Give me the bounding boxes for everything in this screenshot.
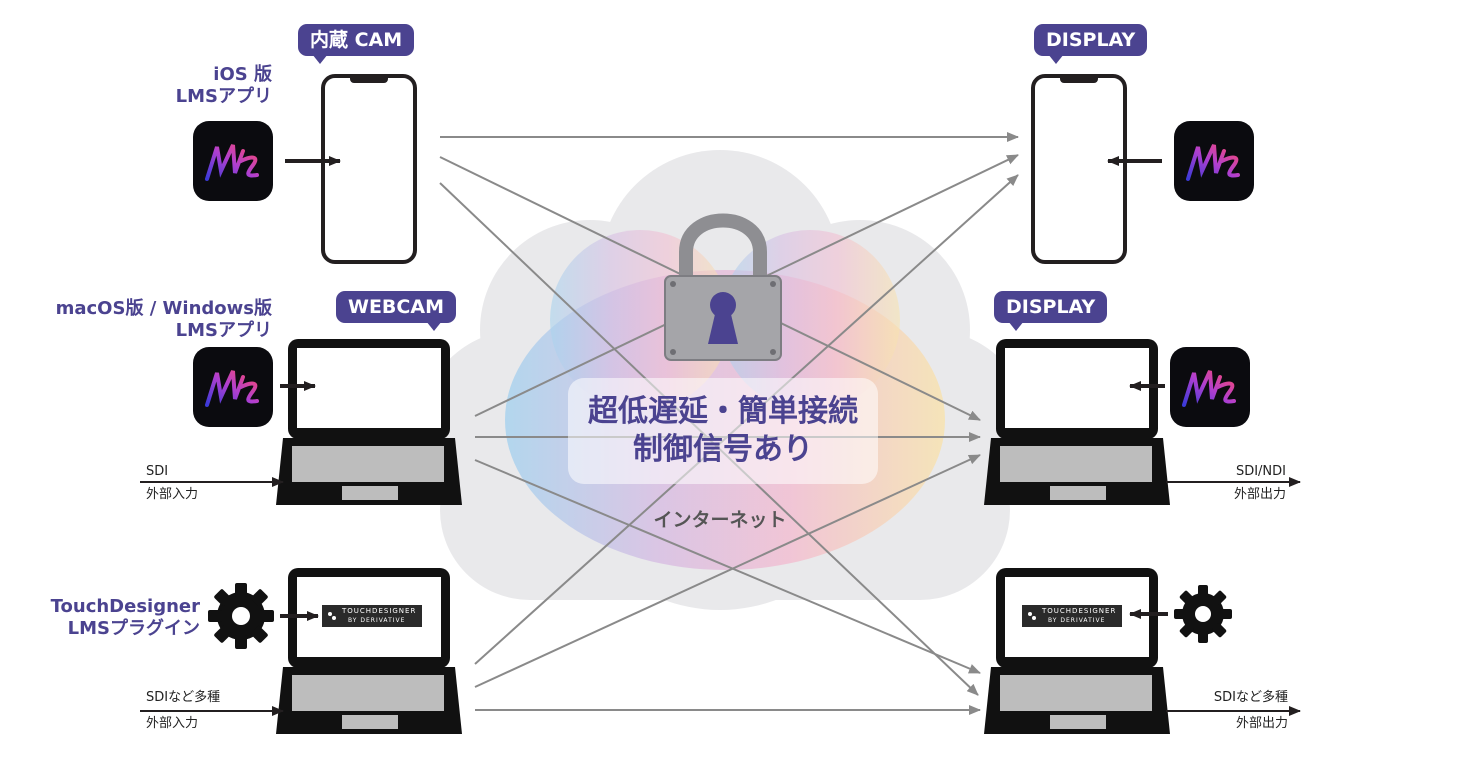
laptop-right-bottom: [984, 568, 1170, 734]
gear-icon: [1174, 585, 1232, 643]
laptop-right-mid: [984, 339, 1170, 505]
laptop-left-mid: [276, 339, 462, 505]
gear-icon: [208, 583, 274, 649]
lock-icon: [664, 213, 782, 361]
phone-right: [1031, 74, 1127, 264]
cloud-icon: [420, 150, 1030, 610]
phone-left: [321, 74, 417, 264]
connection-line: [474, 459, 981, 674]
laptop-left-bottom: [276, 568, 462, 734]
io-arrows: [140, 477, 1301, 716]
connection-line: [474, 454, 981, 688]
dark-arrows: [280, 156, 1168, 621]
